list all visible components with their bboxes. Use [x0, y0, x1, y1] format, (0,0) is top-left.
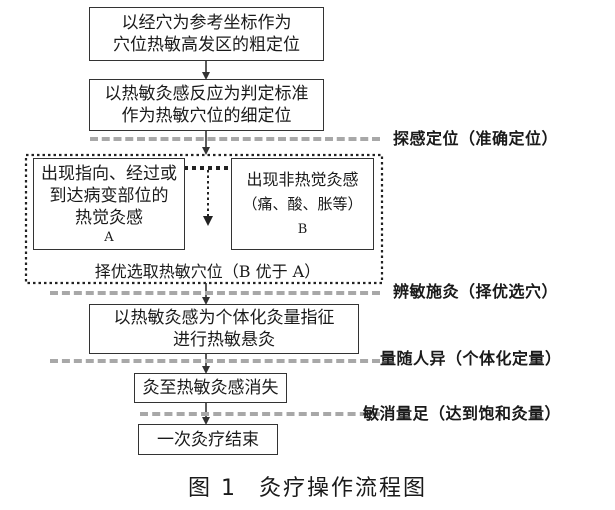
condition-b-box: 出现非热觉灸感 （痛、酸、胀等） B — [231, 158, 374, 250]
phase-label-3: 量随人异（个体化定量） — [380, 349, 562, 368]
step1-line1: 以经穴为参考坐标作为 — [121, 13, 292, 33]
step5-box: 灸至热敏灸感消失 — [134, 373, 287, 403]
step6-box: 一次灸疗结束 — [138, 424, 278, 455]
figure-caption: 图 1 灸疗操作流程图 — [0, 470, 615, 502]
selection-statement: 择优选取热敏穴位（B 优于 A） — [94, 262, 321, 281]
figure-title: 灸疗操作流程图 — [258, 476, 427, 501]
condition-a-tag: A — [104, 230, 114, 245]
condition-a-box: 出现指向、经过或 到达病变部位的 热觉灸感 A — [33, 158, 185, 250]
divider-3 — [50, 359, 380, 363]
step4-box: 以热敏灸感为个体化灸量指征 进行热敏悬灸 — [89, 304, 359, 354]
selection-group-frame — [24, 153, 384, 285]
step4-line1: 以热敏灸感为个体化灸量指征 — [113, 308, 335, 328]
condition-b-tag: B — [297, 222, 308, 237]
dotted-arrow-head — [203, 216, 213, 226]
step1-box: 以经穴为参考坐标作为 穴位热敏高发区的粗定位 — [89, 7, 324, 61]
phase-label-2: 辨敏施灸（择优选穴） — [393, 282, 559, 301]
divider-4 — [140, 412, 380, 416]
phase-label-1: 探感定位（准确定位） — [393, 129, 559, 148]
condition-b-line1: 出现非热觉灸感 — [246, 170, 359, 189]
condition-a-line3: 热觉灸感 — [75, 208, 143, 228]
step2-line2: 作为热敏穴位的细定位 — [121, 106, 292, 126]
condition-a-line1: 出现指向、经过或 — [41, 164, 177, 184]
condition-a-line2: 到达病变部位的 — [49, 186, 169, 206]
step6-text: 一次灸疗结束 — [157, 429, 259, 450]
phase-label-4: 敏消量足（达到饱和灸量） — [363, 404, 562, 423]
divider-1 — [90, 137, 380, 141]
step4-line2: 进行热敏悬灸 — [173, 330, 275, 350]
figure-number: 图 1 — [187, 476, 237, 501]
step1-line2: 穴位热敏高发区的粗定位 — [113, 35, 300, 55]
step2-line1: 以热敏灸感反应为判定标准 — [104, 84, 309, 104]
condition-b-line2: （痛、酸、胀等） — [242, 195, 363, 213]
divider-2 — [50, 291, 380, 295]
step5-text: 灸至热敏灸感消失 — [142, 378, 279, 398]
step2-box: 以热敏灸感反应为判定标准 作为热敏穴位的细定位 — [89, 79, 324, 131]
